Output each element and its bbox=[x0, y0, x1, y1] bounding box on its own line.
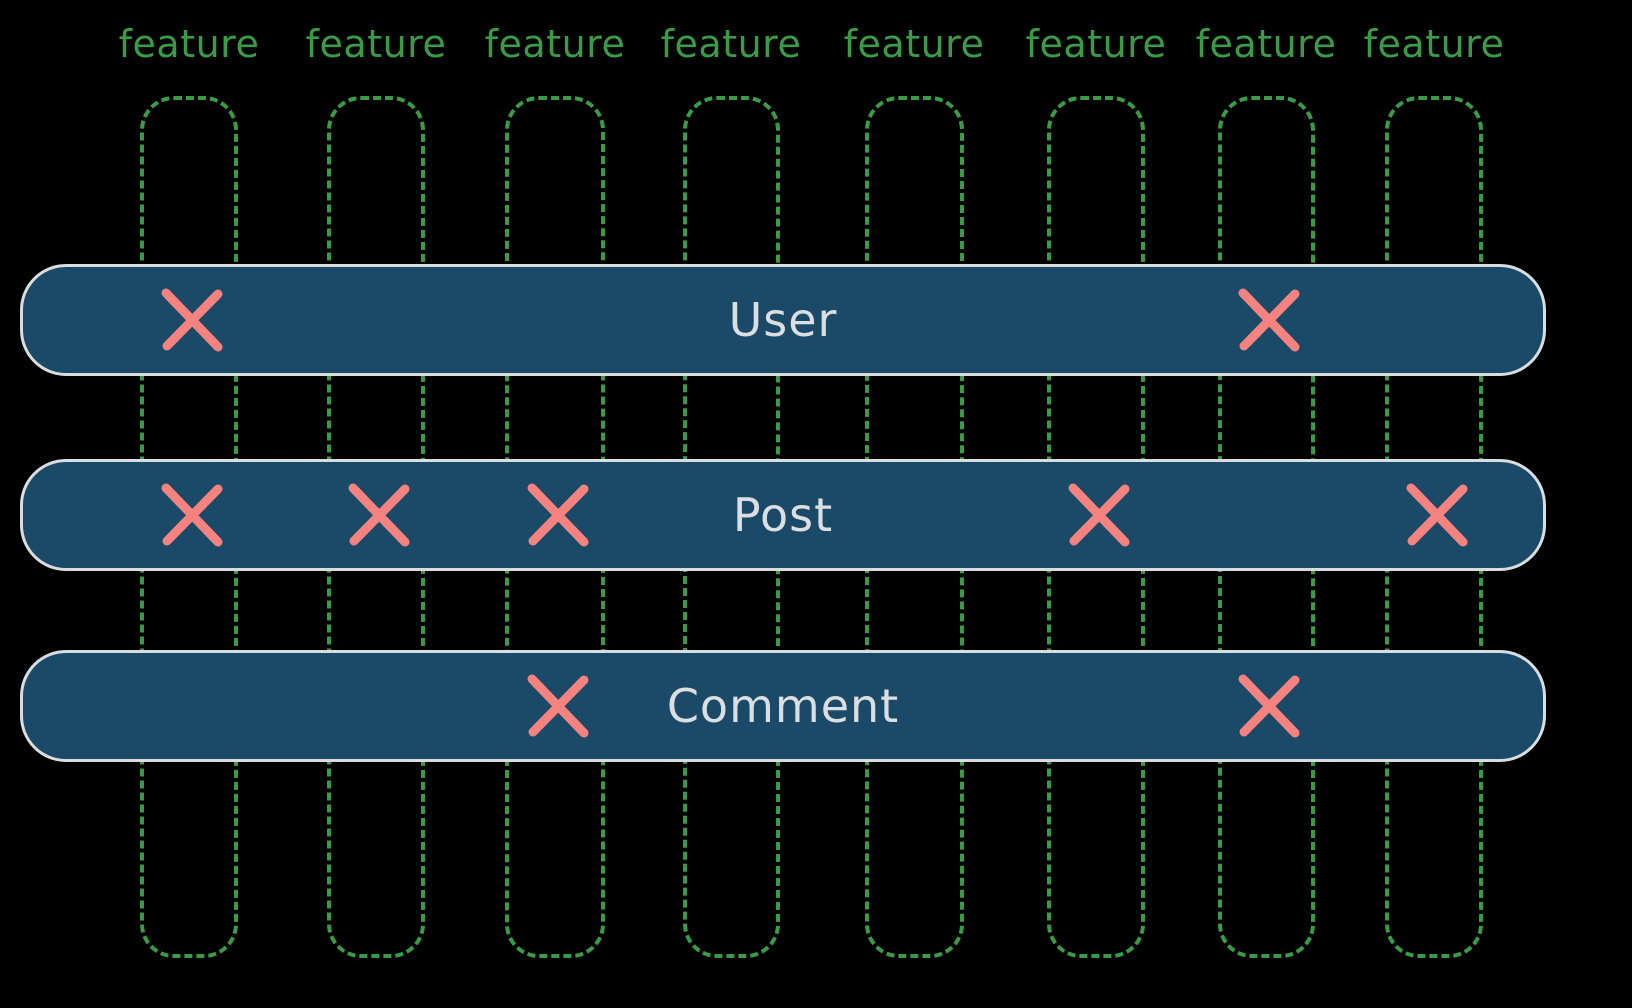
column-label-2: feature bbox=[305, 22, 447, 66]
column-label-5: feature bbox=[843, 22, 985, 66]
column-label-8: feature bbox=[1363, 22, 1505, 66]
entity-row-comment[interactable]: Comment bbox=[20, 650, 1546, 762]
x-mark-icon bbox=[345, 481, 413, 549]
x-mark-icon bbox=[158, 286, 226, 354]
entity-row-label: Post bbox=[732, 488, 834, 542]
column-label-3: feature bbox=[484, 22, 626, 66]
column-label-4: feature bbox=[660, 22, 802, 66]
entity-row-user[interactable]: User bbox=[20, 264, 1546, 376]
x-mark-icon bbox=[1065, 481, 1133, 549]
x-mark-icon bbox=[524, 672, 592, 740]
x-mark-icon bbox=[524, 481, 592, 549]
entity-row-label: Comment bbox=[666, 679, 900, 733]
column-label-6: feature bbox=[1025, 22, 1167, 66]
entity-row-post[interactable]: Post bbox=[20, 459, 1546, 571]
x-mark-icon bbox=[1403, 481, 1471, 549]
x-mark-icon bbox=[1235, 286, 1303, 354]
column-label-7: feature bbox=[1195, 22, 1337, 66]
column-label-1: feature bbox=[118, 22, 260, 66]
x-mark-icon bbox=[158, 481, 226, 549]
x-mark-icon bbox=[1235, 672, 1303, 740]
entity-row-label: User bbox=[728, 293, 838, 347]
